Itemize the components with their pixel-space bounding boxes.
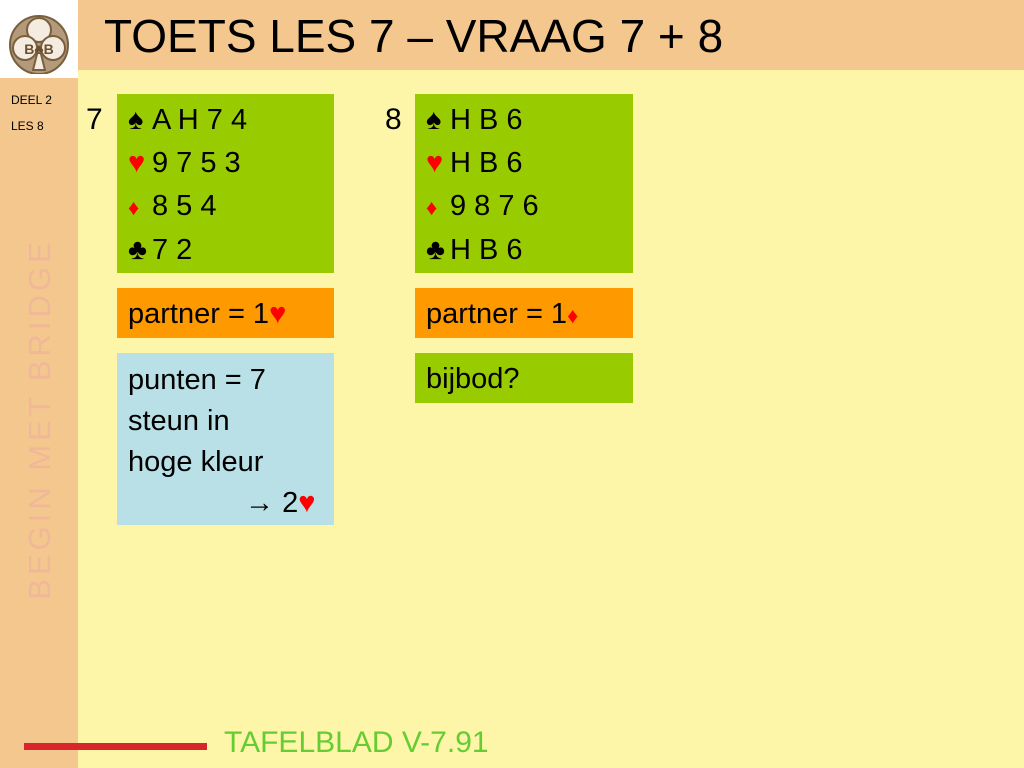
hand-cards: H B 6 [450, 234, 523, 266]
heart-icon: ♥ [128, 147, 146, 179]
hand-row-clubs: ♣7 2 [128, 229, 334, 272]
page-title: TOETS LES 7 – VRAAG 7 + 8 [104, 10, 724, 62]
spade-icon: ♠ [128, 104, 144, 136]
sidebar [0, 0, 78, 768]
hand-row-clubs: ♣H B 6 [426, 229, 633, 272]
hand-cards: 9 8 7 6 [450, 190, 539, 222]
answer-bid-row: → 2♥ [128, 483, 334, 524]
hand-cards: A H 7 4 [152, 104, 248, 136]
hand-row-spades: ♠H B 6 [426, 99, 633, 142]
footer-bar [24, 743, 207, 750]
hand-row-diamonds: ♦ 9 8 7 6 [426, 185, 633, 229]
diamond-icon: ♦ [426, 195, 438, 220]
partner-label: partner = 1 [128, 298, 270, 330]
vertical-brand-label: BEGIN MET BRIDGE [22, 238, 57, 600]
hand-row-diamonds: ♦ 8 5 4 [128, 185, 334, 229]
question-7-answer: punten = 7 steun in hoge kleur → 2♥ [117, 353, 334, 525]
hand-cards: 8 5 4 [152, 190, 217, 222]
question-8-prompt: bijbod? [415, 353, 633, 403]
question-7-hand: ♠A H 7 4 ♥9 7 5 3 ♦ 8 5 4 ♣7 2 [117, 94, 334, 273]
diamond-icon: ♦ [128, 195, 140, 220]
hand-row-spades: ♠A H 7 4 [128, 99, 334, 142]
question-8-partner-bid: partner = 1♦ [415, 288, 633, 338]
prompt-text: bijbod? [426, 363, 520, 395]
hand-row-hearts: ♥9 7 5 3 [128, 142, 334, 185]
answer-line: punten = 7 [128, 364, 266, 396]
answer-line: steun in [128, 405, 230, 437]
les-label: LES 8 [11, 119, 44, 133]
footer-label: TAFELBLAD V-7.91 [224, 726, 489, 759]
heart-icon: ♥ [269, 298, 287, 330]
logo-text: B♣B [24, 41, 53, 57]
diamond-icon: ♦ [567, 303, 579, 328]
arrow-right-icon: → [245, 487, 274, 519]
question-8-number: 8 [385, 103, 402, 136]
club-icon: ♣ [426, 234, 446, 266]
hand-cards: 7 2 [152, 234, 193, 266]
hand-cards: H B 6 [450, 147, 523, 179]
vertical-brand-text: BEGIN MET BRIDGE [18, 238, 62, 600]
deel-label: DEEL 2 [11, 93, 52, 107]
spade-icon: ♠ [426, 104, 442, 136]
title-bar [78, 0, 1024, 70]
partner-label: partner = 1 [426, 298, 568, 330]
logo: B♣B [0, 0, 78, 78]
hand-cards: H B 6 [450, 104, 523, 136]
club-logo-icon: B♣B [9, 15, 69, 74]
question-8-hand: ♠H B 6 ♥H B 6 ♦9 8 7 6 ♣H B 6 [415, 94, 633, 273]
question-7-partner-bid: partner = 1♥ [117, 288, 334, 338]
club-icon: ♣ [128, 234, 148, 266]
question-7-number: 7 [86, 103, 103, 136]
hand-row-hearts: ♥H B 6 [426, 142, 633, 185]
hand-cards: 9 7 5 3 [152, 147, 241, 179]
heart-icon: ♥ [298, 487, 316, 519]
answer-line: hoge kleur [128, 446, 264, 478]
answer-bid: 2 [282, 487, 299, 519]
heart-icon: ♥ [426, 147, 444, 179]
